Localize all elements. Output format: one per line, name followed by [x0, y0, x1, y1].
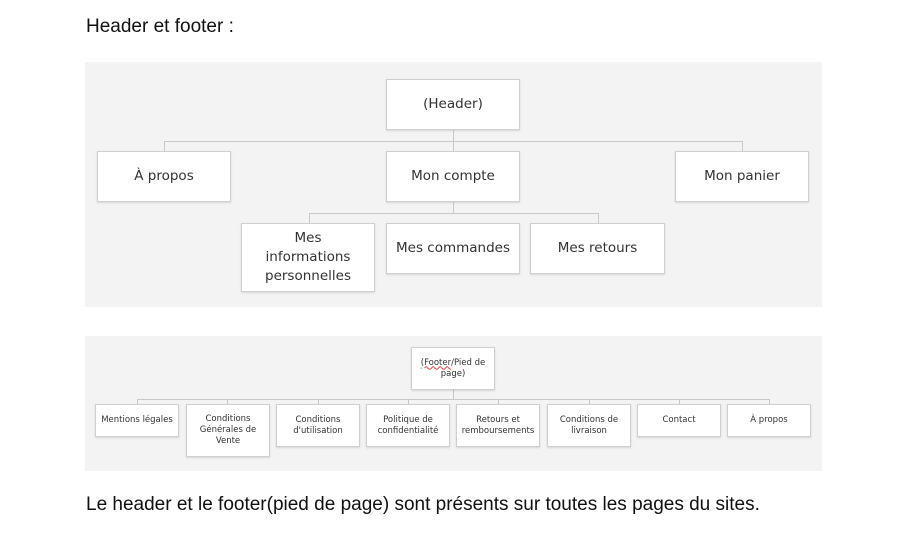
- header-sitemap-diagram: (Header) À propos Mon compte Mon panier …: [85, 62, 822, 307]
- section-heading: Header et footer :: [86, 16, 234, 37]
- connector: [453, 390, 454, 399]
- node-mon-panier: Mon panier: [675, 151, 809, 202]
- footer-root-label-part1: (Footer: [420, 357, 452, 368]
- node-retours-remboursements: Retours et remboursements: [456, 404, 540, 447]
- connector: [309, 213, 598, 214]
- connector: [318, 399, 319, 404]
- connector: [453, 141, 454, 151]
- node-mentions-legales: Mentions légales: [95, 404, 179, 437]
- node-mes-retours: Mes retours: [530, 223, 665, 274]
- node-politique-confidentialite: Politique de confidentialité: [366, 404, 450, 447]
- node-a-propos: À propos: [97, 151, 231, 202]
- connector: [137, 399, 769, 400]
- node-footer-a-propos: À propos: [727, 404, 811, 437]
- node-cgv: Conditions Générales de Vente: [186, 404, 270, 457]
- header-root-node: (Header): [386, 79, 520, 130]
- connector: [742, 141, 743, 151]
- caption-text: Le header et le footer(pied de page) son…: [86, 494, 760, 515]
- connector: [164, 141, 165, 151]
- footer-root-label-part2: /Pied de page): [440, 357, 486, 379]
- connector: [589, 399, 590, 404]
- footer-root-node: (Footer/Pied de page): [411, 347, 495, 390]
- connector: [453, 130, 454, 141]
- node-conditions-livraison: Conditions de livraison: [547, 404, 631, 447]
- connector: [498, 399, 499, 404]
- footer-sitemap-diagram: (Footer/Pied de page) Mentions légales C…: [85, 336, 822, 471]
- connector: [598, 213, 599, 223]
- connector: [769, 399, 770, 404]
- connector: [309, 213, 310, 223]
- node-mes-commandes: Mes commandes: [386, 223, 520, 274]
- connector: [227, 399, 228, 404]
- node-contact: Contact: [637, 404, 721, 437]
- node-mon-compte: Mon compte: [386, 151, 520, 202]
- node-conditions-utilisation: Conditions d'utilisation: [276, 404, 360, 447]
- connector: [408, 399, 409, 404]
- node-mes-informations: Mes informations personnelles: [241, 223, 375, 292]
- connector: [137, 399, 138, 404]
- connector: [679, 399, 680, 404]
- connector: [453, 202, 454, 213]
